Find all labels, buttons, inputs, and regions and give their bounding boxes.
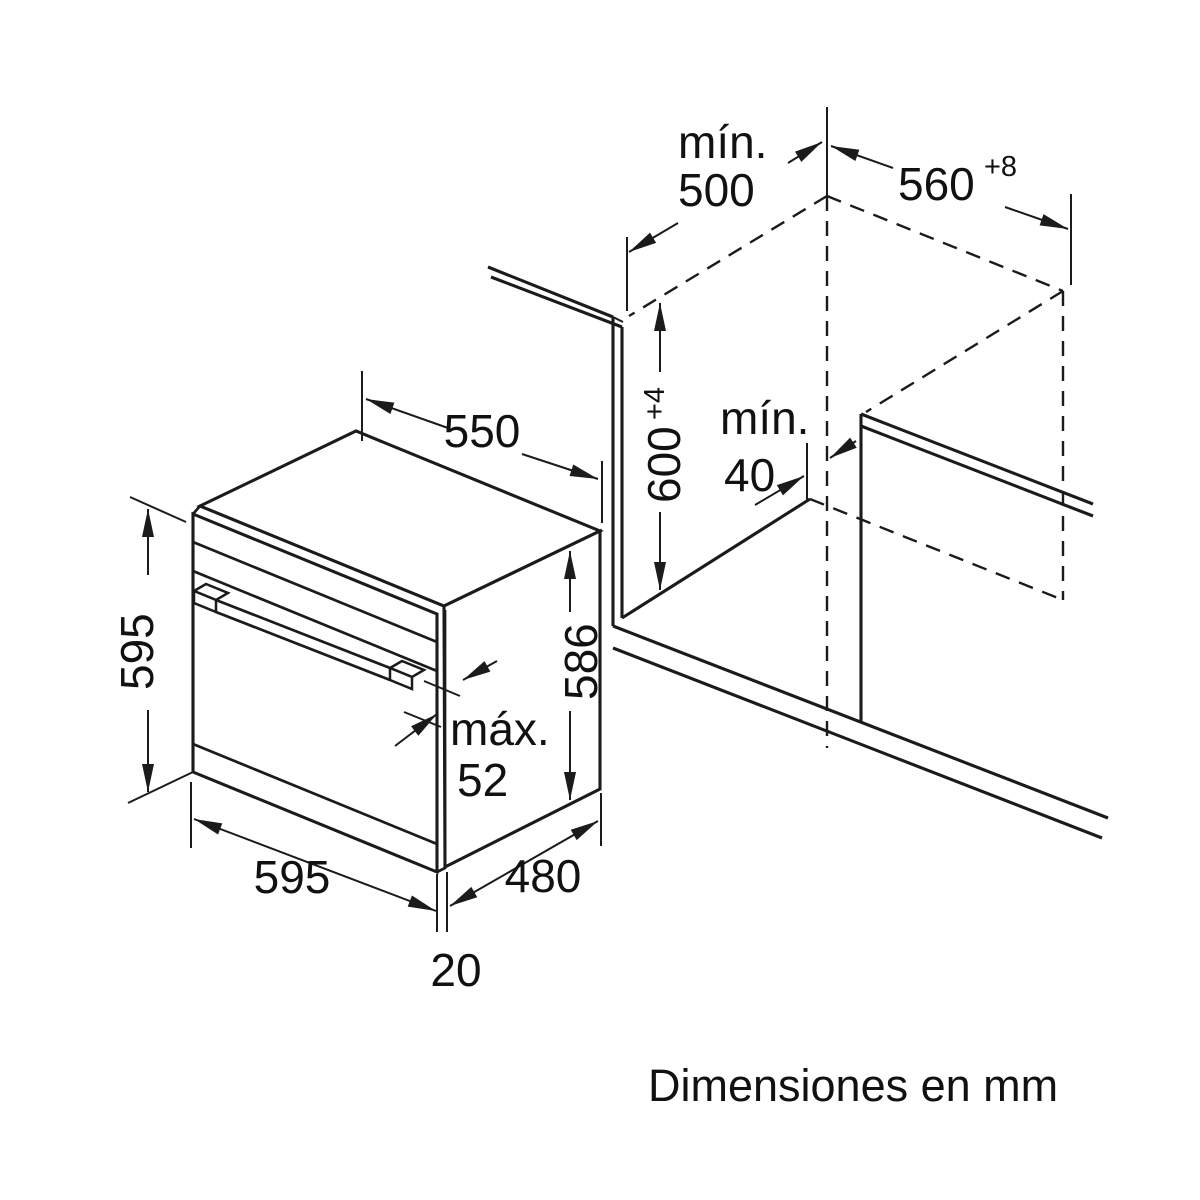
oven-door-side-edge [436,610,447,874]
oven-isometric [191,429,604,875]
oven-fascia-line-1 [192,540,438,644]
dim-label-600: 600 [638,426,690,503]
left-wall-top-cap [612,316,624,323]
dim-line [365,398,449,429]
niche-top-left-depth-edge [628,194,828,318]
dim-line [628,222,679,253]
ext-line [127,771,194,804]
dim-label-min: mín. [678,116,767,168]
dim-label-560-tolerance: +8 [984,151,1017,183]
dim-rear-gap: mín. 40 [720,392,857,506]
dim-label-20: 20 [430,944,481,996]
dim-label-600-tolerance: +4 [639,387,671,420]
ref-line [423,680,461,697]
dim-label-595-height: 595 [111,613,163,690]
handle-left-cap-front [192,589,218,614]
dim-body-depth: 480 [446,793,602,932]
niche-top-back-edge [826,194,1064,293]
dim-label-550: 550 [444,405,521,457]
dim-niche-height: 600 +4 [638,303,690,590]
dim-line [193,818,437,912]
right-panel-top-outer [860,412,1094,506]
dim-oven-height: 595 [111,496,194,804]
dim-label-586: 586 [555,623,607,700]
dim-door-thickness: 20 [430,944,481,996]
dim-oven-top-depth: 550 [361,371,603,523]
dim-label-560: 560 [898,158,975,210]
dim-label-min: mín. [720,392,809,444]
dim-door-protrusion: máx. 52 [394,660,550,806]
dim-line [830,145,894,169]
left-wall-top-outer [487,265,614,319]
dim-label-max: máx. [450,703,550,755]
floor-left-edge [621,497,811,620]
right-panel-top-inner [860,424,1094,518]
handle-bar-top [215,598,391,670]
leader-arrow [462,660,498,681]
dim-line [1004,206,1069,230]
dim-niche-width: 560 +8 [830,145,1072,285]
dim-line [787,141,823,164]
floor-front-edge-bottom [612,646,1103,840]
dim-label-40: 40 [724,449,775,501]
leader-arrow [754,475,805,506]
handle-bar-bottom [215,610,391,682]
dim-line [521,453,599,480]
ext-line [129,496,187,523]
leader-arrow [394,713,438,747]
oven-frame-cap-edge [191,504,445,608]
dim-label-595-width: 595 [254,851,331,903]
dim-line [449,820,599,907]
dim-side-height: 586 [555,551,607,800]
oven-door-handle [191,582,427,691]
dim-niche-depth: mín. 500 [626,116,823,311]
left-wall-top-inner [490,275,623,329]
dim-label-500: 500 [678,164,755,216]
cabinet-niche [487,107,1109,840]
niche-top-right-depth-edge [865,289,1064,414]
dim-label-52: 52 [457,754,508,806]
niche-floor-back-edge [809,497,1064,602]
handle-right-cap-front [388,666,414,691]
dim-oven-width: 595 [190,782,438,932]
units-note: Dimensiones en mm [648,1060,1058,1111]
oven-fascia-line-2 [192,569,438,673]
dim-label-480: 480 [505,850,582,902]
leader-arrow [829,437,857,459]
hidden-edges-dashed [628,194,1065,748]
